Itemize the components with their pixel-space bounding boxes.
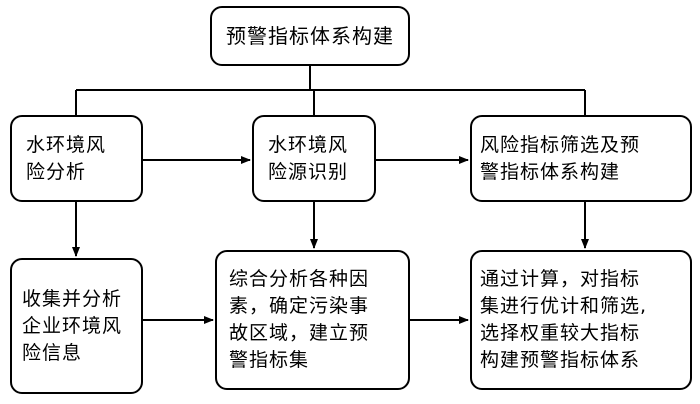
node-index-screening-build-label: 风险指标筛选及预 警指标体系构建 bbox=[480, 133, 641, 183]
node-calculate-screening-label: 通过计算，对指标 集进行优计和筛选, 选择权重较大指标 构建预警指标体系 bbox=[480, 268, 648, 371]
node-index-screening-build: 风险指标筛选及预 警指标体系构建 bbox=[470, 115, 692, 202]
node-comprehensive-analysis-label: 综合分析各种因 素，确定污染事 故区域，建立预 警指标集 bbox=[229, 268, 370, 371]
node-warning-index-system-label: 预警指标体系构建 bbox=[226, 23, 394, 48]
node-collect-risk-info-label: 收集并分析 企业环境风 险信息 bbox=[22, 287, 123, 364]
node-water-env-risk-analysis: 水环境风 险分析 bbox=[10, 115, 143, 202]
node-collect-risk-info: 收集并分析 企业环境风 险信息 bbox=[10, 258, 143, 394]
node-calculate-screening: 通过计算，对指标 集进行优计和筛选, 选择权重较大指标 构建预警指标体系 bbox=[470, 250, 692, 390]
node-water-env-risk-analysis-label: 水环境风 险分析 bbox=[26, 133, 107, 183]
node-risk-source-identification: 水环境风 险源识别 bbox=[252, 115, 376, 202]
node-warning-index-system: 预警指标体系构建 bbox=[210, 6, 410, 66]
node-comprehensive-analysis: 综合分析各种因 素，确定污染事 故区域，建立预 警指标集 bbox=[215, 250, 410, 390]
node-risk-source-identification-label: 水环境风 险源识别 bbox=[268, 133, 349, 183]
